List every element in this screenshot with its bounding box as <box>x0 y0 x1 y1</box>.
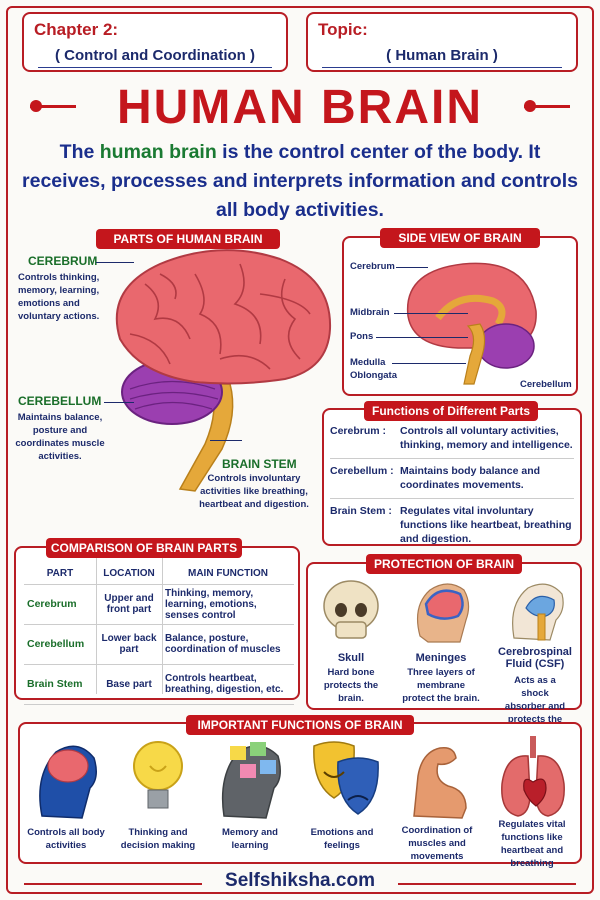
chapter-box: Chapter 2: ( Control and Coordination ) <box>22 12 288 72</box>
side-cerebrum-pointer <box>396 267 428 268</box>
intro-part2: is the control center of the body. It re… <box>22 141 578 221</box>
footer-site[interactable]: Selfshiksha.com <box>225 870 375 891</box>
function-part: Cerebellum : <box>330 465 394 477</box>
cerebrum-pointer <box>96 262 134 263</box>
side-medulla-pointer <box>392 363 466 364</box>
theatre-masks-icon <box>313 741 379 815</box>
col-header-function: MAIN FUNCTION <box>162 564 294 585</box>
flexed-arm-icon <box>413 746 467 819</box>
function-text: Controls all voluntary activities, think… <box>400 425 573 451</box>
intro-highlight: human brain <box>99 141 217 163</box>
side-cerebrum-label: Cerebrum <box>350 261 395 272</box>
title-decoration-left <box>30 100 76 112</box>
table-row: Cerebrum Upper and front part Thinking, … <box>24 584 294 625</box>
function-text: Regulates vital involuntary functions li… <box>400 505 572 545</box>
page-title: HUMAN BRAIN <box>117 81 483 134</box>
footer-line-right <box>398 883 576 885</box>
footer-line-left <box>24 883 202 885</box>
side-view-illustration <box>406 262 537 385</box>
cerebrum-title: CEREBRUM <box>28 254 98 268</box>
side-view-box: Cerebrum Midbrain Pons Medulla Oblongata… <box>342 236 578 396</box>
parts-heading: PARTS OF HUMAN BRAIN <box>96 229 280 249</box>
function-text: Maintains body balance and coordinates m… <box>400 465 541 491</box>
table-cell-part: Cerebrum <box>24 584 96 625</box>
meninges-title: Meninges <box>415 652 467 664</box>
table-cell-function: Controls heartbeat, breathing, digestion… <box>162 664 294 705</box>
brain-head-icon <box>39 745 97 819</box>
topic-box: Topic: ( Human Brain ) <box>306 12 578 72</box>
function-memory: Memory and learning <box>222 827 278 851</box>
chapter-label: Chapter 2: <box>34 20 119 39</box>
cerebellum-desc: Maintains balance, posture and coordinat… <box>15 412 105 462</box>
table-cell-function: Thinking, memory, learning, emotions, se… <box>162 584 294 625</box>
csf-icon <box>512 583 564 641</box>
memory-head-icon <box>221 742 281 819</box>
functions-heading: Functions of Different Parts <box>364 401 538 421</box>
table-divider <box>162 558 163 694</box>
cerebrum-shape <box>115 249 332 385</box>
comparison-table: PART LOCATION MAIN FUNCTION Cerebrum Upp… <box>24 564 294 705</box>
intro-part1: The <box>59 141 100 163</box>
page-frame <box>6 6 594 894</box>
csf-title: Cerebrospinal Fluid (CSF) <box>498 646 572 670</box>
functions-box: Cerebrum : Controls all voluntary activi… <box>322 408 582 546</box>
function-separator <box>330 498 574 499</box>
important-box: Controls all body activities Thinking an… <box>18 722 582 869</box>
table-cell-function: Balance, posture, coordination of muscle… <box>162 624 294 665</box>
table-divider <box>96 558 97 694</box>
side-pons-pointer <box>376 337 468 338</box>
meninges-desc: Three layers of membrane protect the bra… <box>402 667 480 704</box>
function-part: Brain Stem : <box>330 505 392 517</box>
topic-value: ( Human Brain ) <box>386 47 498 64</box>
function-coordination: Coordination of muscles and movements <box>401 825 473 862</box>
skull-desc: Hard bone protects the brain. <box>323 667 379 704</box>
brain-illustration <box>115 249 332 492</box>
light-bulb-icon <box>133 741 183 809</box>
table-cell-location: Lower back part <box>96 624 162 665</box>
lungs-heart-icon <box>501 736 565 817</box>
title-row: HUMAN BRAIN <box>0 80 600 136</box>
function-thinking: Thinking and decision making <box>120 827 196 851</box>
comparison-box: PART LOCATION MAIN FUNCTION Cerebrum Upp… <box>14 546 300 705</box>
comparison-header-row: PART LOCATION MAIN FUNCTION <box>24 564 294 585</box>
important-heading: IMPORTANT FUNCTIONS OF BRAIN <box>186 715 414 735</box>
cerebrum-desc: Controls thinking, memory, learning, emo… <box>18 272 100 322</box>
side-midbrain-pointer <box>394 313 468 314</box>
brainstem-title: BRAIN STEM <box>222 457 297 471</box>
skull-title: Skull <box>337 652 365 664</box>
side-cerebellum-label: Cerebellum <box>520 379 572 390</box>
col-header-location: LOCATION <box>96 564 162 585</box>
side-pons-label: Pons <box>350 331 374 342</box>
protection-heading: PROTECTION OF BRAIN <box>366 554 522 574</box>
cerebellum-pointer <box>104 402 134 403</box>
chapter-value: ( Control and Coordination ) <box>55 47 255 64</box>
skull-icon <box>323 580 379 639</box>
table-cell-location: Base part <box>96 664 162 705</box>
side-midbrain-label: Midbrain <box>350 307 390 318</box>
topic-underline <box>322 67 562 68</box>
table-cell-location: Upper and front part <box>96 584 162 625</box>
protection-box: Skull Hard bone protects the brain. Meni… <box>306 562 582 738</box>
side-medulla-label: Medulla Oblongata <box>350 357 397 381</box>
function-vital: Regulates vital functions like heartbeat… <box>498 819 566 869</box>
table-cell-part: Cerebellum <box>24 624 96 665</box>
brainstem-desc: Controls involuntary activities like bre… <box>199 473 309 510</box>
meninges-icon <box>417 583 470 643</box>
chapter-underline <box>38 67 272 68</box>
comparison-heading: COMPARISON OF BRAIN PARTS <box>46 538 242 558</box>
topic-label: Topic: <box>318 20 368 39</box>
intro-text: The human brain is the control center of… <box>20 138 580 225</box>
table-row: Cerebellum Lower back part Balance, post… <box>24 624 294 665</box>
col-header-part: PART <box>24 564 96 585</box>
function-part: Cerebrum : <box>330 425 387 437</box>
function-emotions: Emotions and feelings <box>310 827 374 851</box>
function-controls-body: Controls all body activities <box>27 827 105 851</box>
cerebellum-title: CEREBELLUM <box>18 394 102 408</box>
title-decoration-right <box>524 100 570 112</box>
table-cell-part: Brain Stem <box>24 664 96 705</box>
function-separator <box>330 458 574 459</box>
table-row: Brain Stem Base part Controls heartbeat,… <box>24 664 294 705</box>
brainstem-pointer <box>210 440 242 441</box>
side-view-heading: SIDE VIEW OF BRAIN <box>380 228 540 248</box>
